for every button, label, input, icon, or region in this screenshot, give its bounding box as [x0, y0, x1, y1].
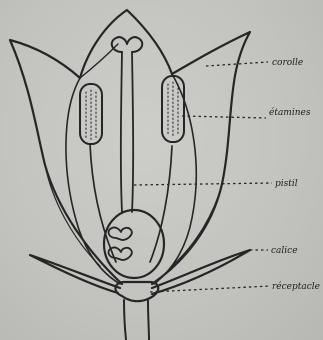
stamen-anther-right-texture — [168, 82, 178, 138]
label-pistil: pistil — [275, 179, 298, 189]
stamen-filament-right — [150, 146, 172, 262]
pistil-ovary — [104, 210, 164, 278]
label-stamens: étamines — [269, 107, 311, 118]
corolla-outline — [10, 10, 250, 284]
leader-line-stamens — [182, 116, 266, 118]
ovule-upper — [109, 227, 132, 240]
stem — [124, 300, 149, 340]
pistil-style — [121, 52, 133, 212]
pistil-stigma — [112, 37, 143, 52]
label-corolla: corolle — [272, 58, 303, 68]
stamen-anther-left-texture — [86, 90, 96, 140]
leader-line-pistil — [134, 183, 272, 185]
corolla-petal-line-right — [154, 74, 196, 284]
label-calyx: calice — [271, 246, 298, 256]
label-receptacle: réceptacle — [272, 281, 320, 292]
